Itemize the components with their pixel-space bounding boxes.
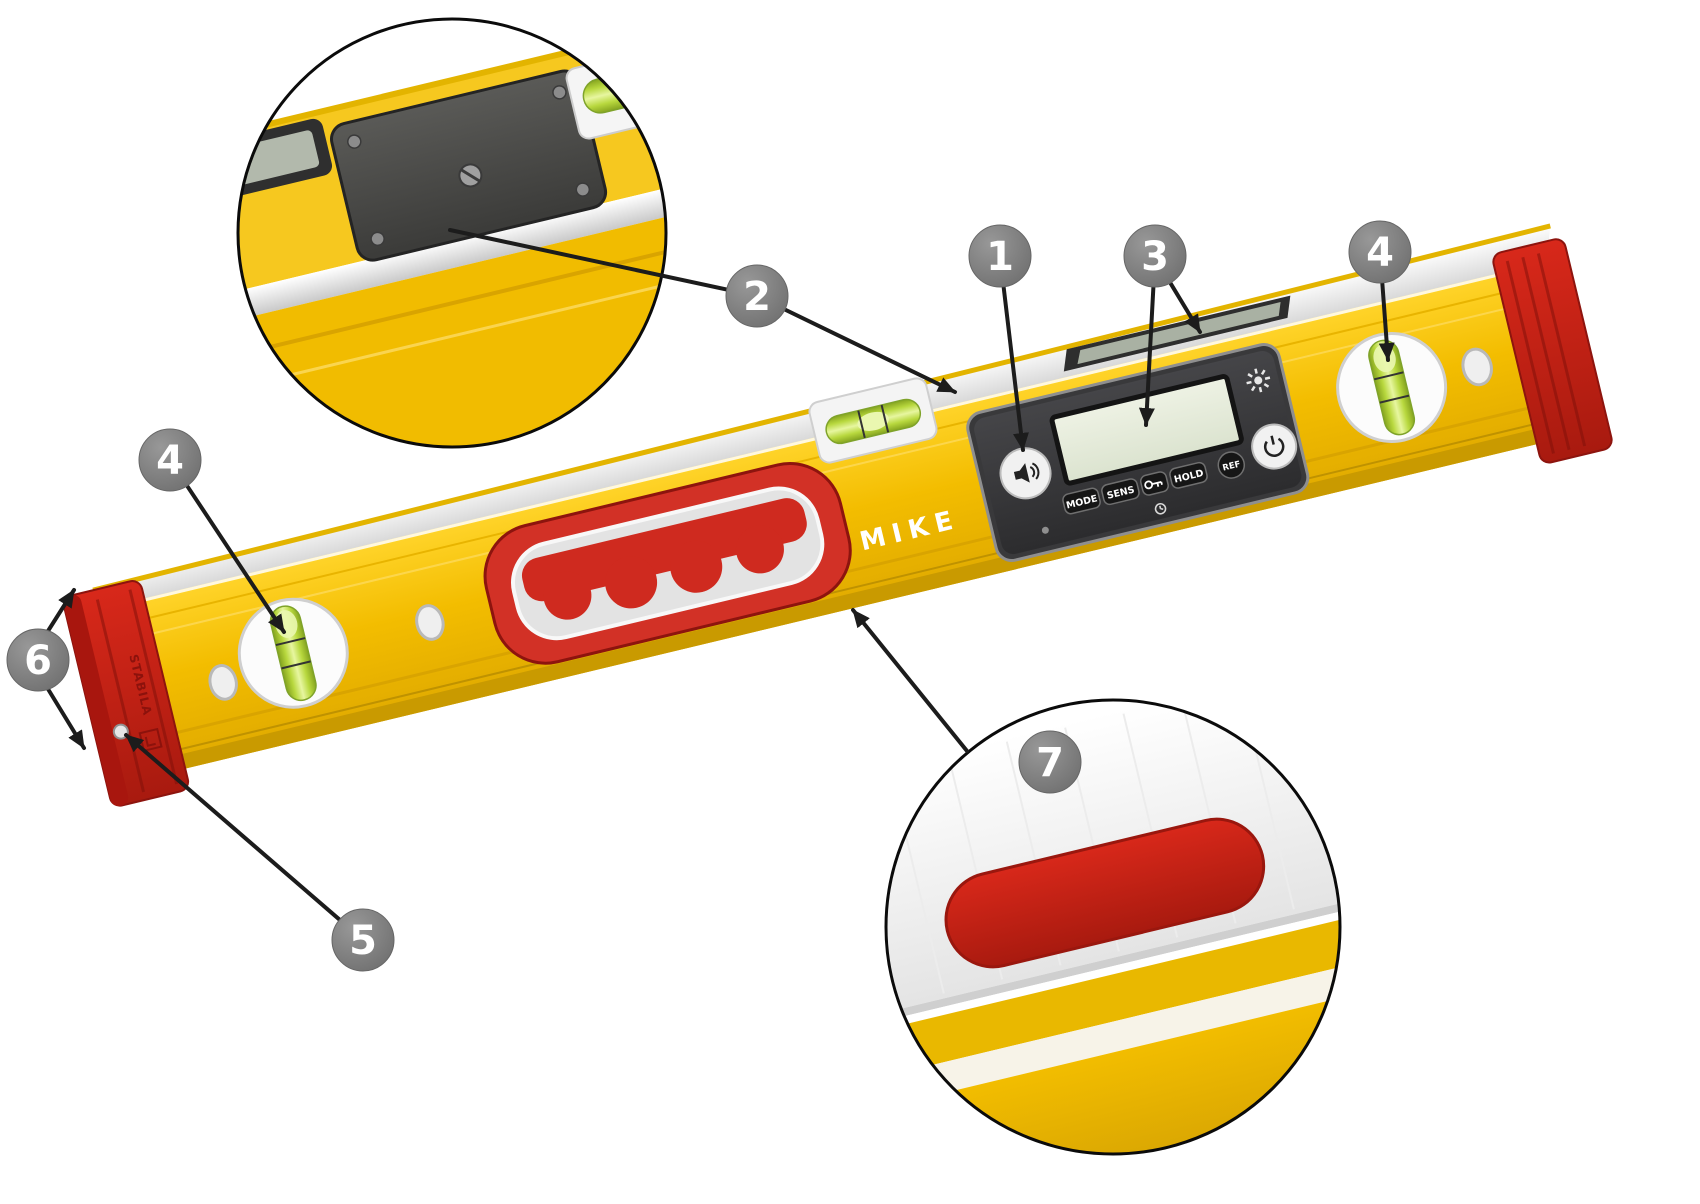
- vial-horizontal: [808, 377, 938, 464]
- callout-badge-7: 7: [1018, 730, 1082, 794]
- arrow-6-cap-top: [46, 588, 76, 633]
- ref-button: REF: [1217, 451, 1246, 479]
- callout-badges: 1 2 3 4 4 5 6 7: [6, 220, 1412, 972]
- screw-icon: [347, 134, 362, 149]
- arrow-7-surface: [851, 608, 969, 753]
- inset-horizontal-vial: [565, 43, 666, 140]
- screw-icon: [575, 182, 591, 197]
- screw-icon: [552, 85, 567, 100]
- arrow-1-speaker: [1001, 284, 1029, 452]
- web-hole: [1461, 347, 1493, 387]
- svg-text:1: 1: [986, 234, 1014, 280]
- callout-badge-4-right: 4: [1348, 220, 1412, 284]
- key-lock-icon: [1144, 480, 1163, 490]
- clock-icon: [1154, 502, 1167, 515]
- end-cap-left: STABILA: [62, 580, 190, 807]
- svg-text:5: 5: [349, 918, 377, 964]
- handle-grip: [483, 461, 852, 665]
- hold-button: HOLD: [1169, 461, 1208, 489]
- arrow-3-lcd: [1138, 285, 1156, 427]
- top-display-window: [1063, 295, 1291, 372]
- callout-badge-2: 2: [725, 264, 789, 328]
- callout-badge-3: 3: [1123, 224, 1187, 288]
- anti-slip-stopper: [944, 817, 1266, 969]
- power-icon: [1263, 435, 1285, 457]
- arrow-5-pin: [124, 733, 342, 922]
- sens-button: SENS: [1101, 478, 1140, 506]
- svg-text:4: 4: [156, 438, 184, 484]
- key-button: [1139, 471, 1169, 496]
- measuring-surface-inset: [884, 698, 1342, 1156]
- inset-front-face: [238, 163, 666, 447]
- svg-text:REF: REF: [1222, 459, 1242, 473]
- battery-inset-border: [236, 17, 668, 449]
- power-button: [1251, 423, 1298, 470]
- svg-text:4: 4: [1366, 230, 1394, 276]
- end-cap-right: [1492, 238, 1613, 464]
- svg-text:7: 7: [1036, 740, 1064, 786]
- svg-text:2: 2: [743, 274, 771, 320]
- speaker-icon: [1013, 462, 1040, 483]
- screw-icon: [370, 231, 385, 247]
- svg-text:3: 3: [1141, 234, 1169, 280]
- battery-inset: [236, 17, 668, 449]
- lcd-display: [1049, 374, 1244, 486]
- arrow-4-right-vial: [1378, 280, 1395, 362]
- surface-inset-border: [884, 698, 1342, 1156]
- callout-badge-1: 1: [968, 224, 1032, 288]
- inset-display-window: [238, 118, 333, 202]
- arrow-3-display-window: [1168, 281, 1202, 334]
- callout-badge-4-left: 4: [138, 428, 202, 492]
- vial-vertical-right: [1336, 331, 1448, 443]
- web-hole: [208, 664, 238, 701]
- control-panel: MODE SENS HOLD REF: [966, 343, 1310, 562]
- status-led: [1041, 526, 1049, 534]
- arrow-4-left-vial: [185, 483, 286, 634]
- callout-badge-6: 6: [6, 628, 70, 692]
- arrow-6-cap-bottom: [46, 687, 86, 750]
- svg-text:6: 6: [24, 638, 52, 684]
- mode-button: MODE: [1062, 487, 1101, 515]
- callout-badge-5: 5: [331, 908, 395, 972]
- inset-top-edge: [238, 136, 666, 351]
- battery-compartment-cover: [330, 69, 608, 262]
- web-hole: [415, 604, 445, 641]
- light-icon: [1246, 368, 1271, 393]
